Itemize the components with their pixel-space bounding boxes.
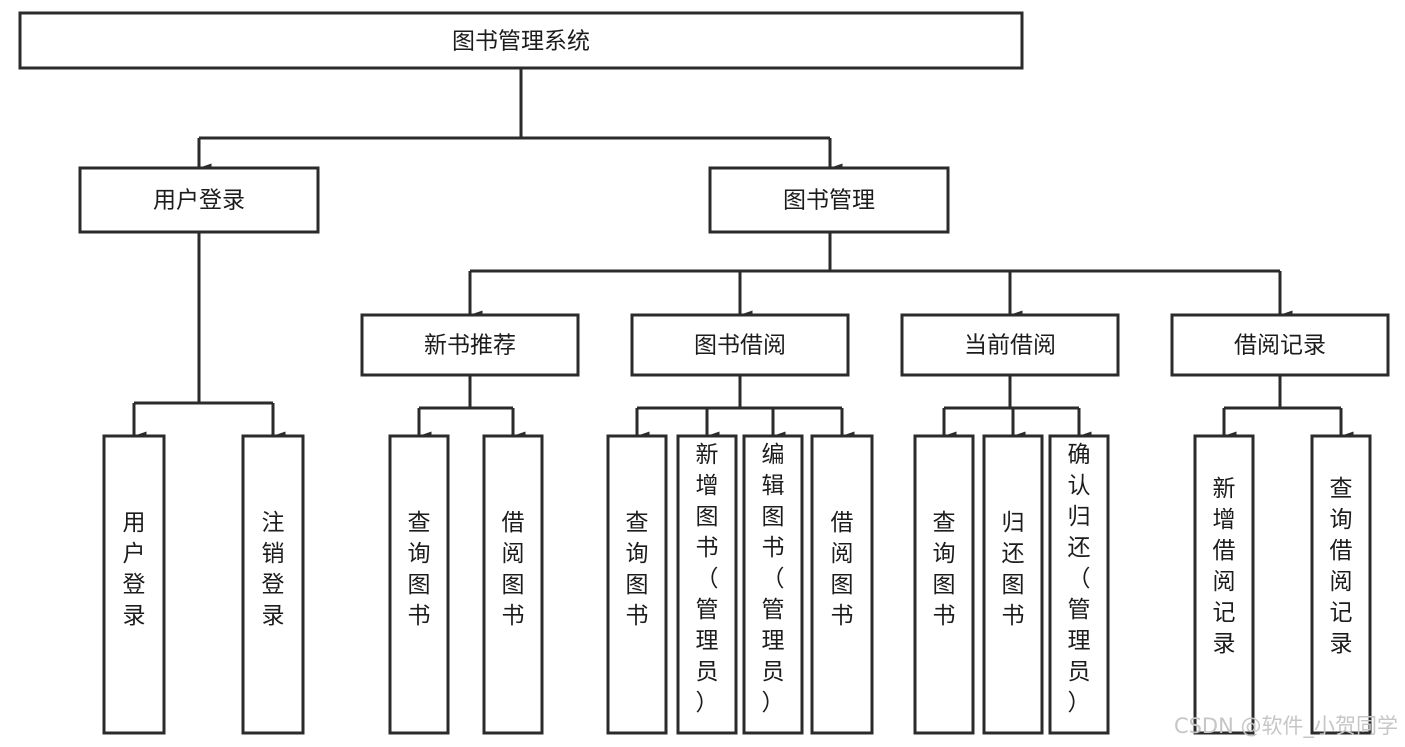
- node-root[interactable]: 图书管理系统: [18, 11, 1024, 70]
- node-current-borrow-label: 当前借阅: [964, 333, 1056, 359]
- leaf-query-book-2-label: 查询图书: [626, 510, 649, 629]
- leaf-logout-box[interactable]: [241, 434, 305, 735]
- connectors-current-borrow-to-leaves: [942, 375, 1092, 441]
- leaf-add-record-label: 新增借阅记录: [1213, 476, 1236, 657]
- node-root-box[interactable]: [18, 11, 1024, 70]
- leaf-edit-book-box[interactable]: [742, 434, 804, 735]
- leaf-return-book-label: 归还图书: [1002, 510, 1025, 629]
- leaf-add-book[interactable]: 新增图书（管理员）: [676, 434, 738, 735]
- leaf-add-book-label: 新增图书（管理员）: [696, 442, 719, 716]
- node-user-login-label: 用户登录: [153, 188, 245, 214]
- node-new-book-recommend-label: 新书推荐: [424, 333, 516, 359]
- leaf-logout[interactable]: 注销登录: [241, 434, 305, 735]
- leaf-query-record-label: 查询借阅记录: [1330, 476, 1353, 657]
- leaf-user-login-box[interactable]: [102, 434, 166, 735]
- leaf-borrow-book-2-label: 借阅图书: [831, 510, 854, 629]
- leaf-return-book[interactable]: 归还图书: [982, 434, 1044, 735]
- connectors-borrow-record-to-leaves: [1222, 375, 1354, 441]
- node-current-borrow[interactable]: 当前借阅: [900, 313, 1120, 377]
- node-root-label: 图书管理系统: [452, 29, 590, 55]
- node-book-management-box[interactable]: [708, 166, 950, 234]
- leaf-query-book-1[interactable]: 查询图书: [388, 434, 450, 735]
- leaf-borrow-book-2[interactable]: 借阅图书: [810, 434, 874, 735]
- node-borrow-record[interactable]: 借阅记录: [1170, 313, 1390, 377]
- leaf-query-book-2-box[interactable]: [606, 434, 668, 735]
- leaf-query-book-3-label: 查询图书: [933, 510, 956, 629]
- connectors-new-book-recommend-to-leaves: [417, 375, 526, 441]
- leaf-add-record-box[interactable]: [1193, 434, 1255, 735]
- csdn-watermark: CSDN @软件_小贺同学: [1174, 714, 1398, 739]
- node-user-login-box[interactable]: [78, 166, 320, 234]
- connectors-book-management-to-level3: [468, 232, 1293, 320]
- leaf-query-record-box[interactable]: [1310, 434, 1372, 735]
- leaf-edit-book-label: 编辑图书（管理员）: [762, 442, 785, 716]
- leaf-user-login-label: 用户登录: [123, 510, 146, 629]
- connectors-book-borrow-to-leaves: [635, 375, 855, 441]
- node-new-book-recommend[interactable]: 新书推荐: [360, 313, 580, 377]
- node-book-management-label: 图书管理: [783, 188, 875, 214]
- node-borrow-record-box[interactable]: [1170, 313, 1390, 377]
- leaf-borrow-book-1[interactable]: 借阅图书: [482, 434, 544, 735]
- leaf-query-book-2[interactable]: 查询图书: [606, 434, 668, 735]
- leaf-query-book-3-box[interactable]: [913, 434, 975, 735]
- leaf-confirm-return-label: 确认归还（管理员）: [1068, 442, 1091, 716]
- leaf-borrow-book-1-box[interactable]: [482, 434, 544, 735]
- leaf-query-book-3[interactable]: 查询图书: [913, 434, 975, 735]
- leaf-query-record[interactable]: 查询借阅记录: [1310, 434, 1372, 735]
- leaf-return-book-box[interactable]: [982, 434, 1044, 735]
- node-book-borrow-box[interactable]: [630, 313, 850, 377]
- leaf-borrow-book-1-label: 借阅图书: [502, 510, 525, 629]
- leaf-add-book-box[interactable]: [676, 434, 738, 735]
- node-user-login[interactable]: 用户登录: [78, 166, 320, 234]
- leaf-query-book-1-label: 查询图书: [408, 510, 431, 629]
- node-borrow-record-label: 借阅记录: [1234, 333, 1326, 359]
- leaf-user-login[interactable]: 用户登录: [102, 434, 166, 735]
- node-current-borrow-box[interactable]: [900, 313, 1120, 377]
- node-book-borrow[interactable]: 图书借阅: [630, 313, 850, 377]
- leaf-add-record[interactable]: 新增借阅记录: [1193, 434, 1255, 735]
- leaf-logout-label: 注销登录: [262, 510, 285, 629]
- leaf-query-book-1-box[interactable]: [388, 434, 450, 735]
- node-book-borrow-label: 图书借阅: [694, 333, 786, 359]
- leaf-borrow-book-2-box[interactable]: [810, 434, 874, 735]
- connectors-root-to-level2: [197, 68, 843, 173]
- leaf-confirm-return[interactable]: 确认归还（管理员）: [1048, 434, 1110, 735]
- connectors-user-login-to-leaves: [132, 232, 286, 441]
- node-book-management[interactable]: 图书管理: [708, 166, 950, 234]
- leaf-confirm-return-box[interactable]: [1048, 434, 1110, 735]
- leaf-edit-book[interactable]: 编辑图书（管理员）: [742, 434, 804, 735]
- node-new-book-recommend-box[interactable]: [360, 313, 580, 377]
